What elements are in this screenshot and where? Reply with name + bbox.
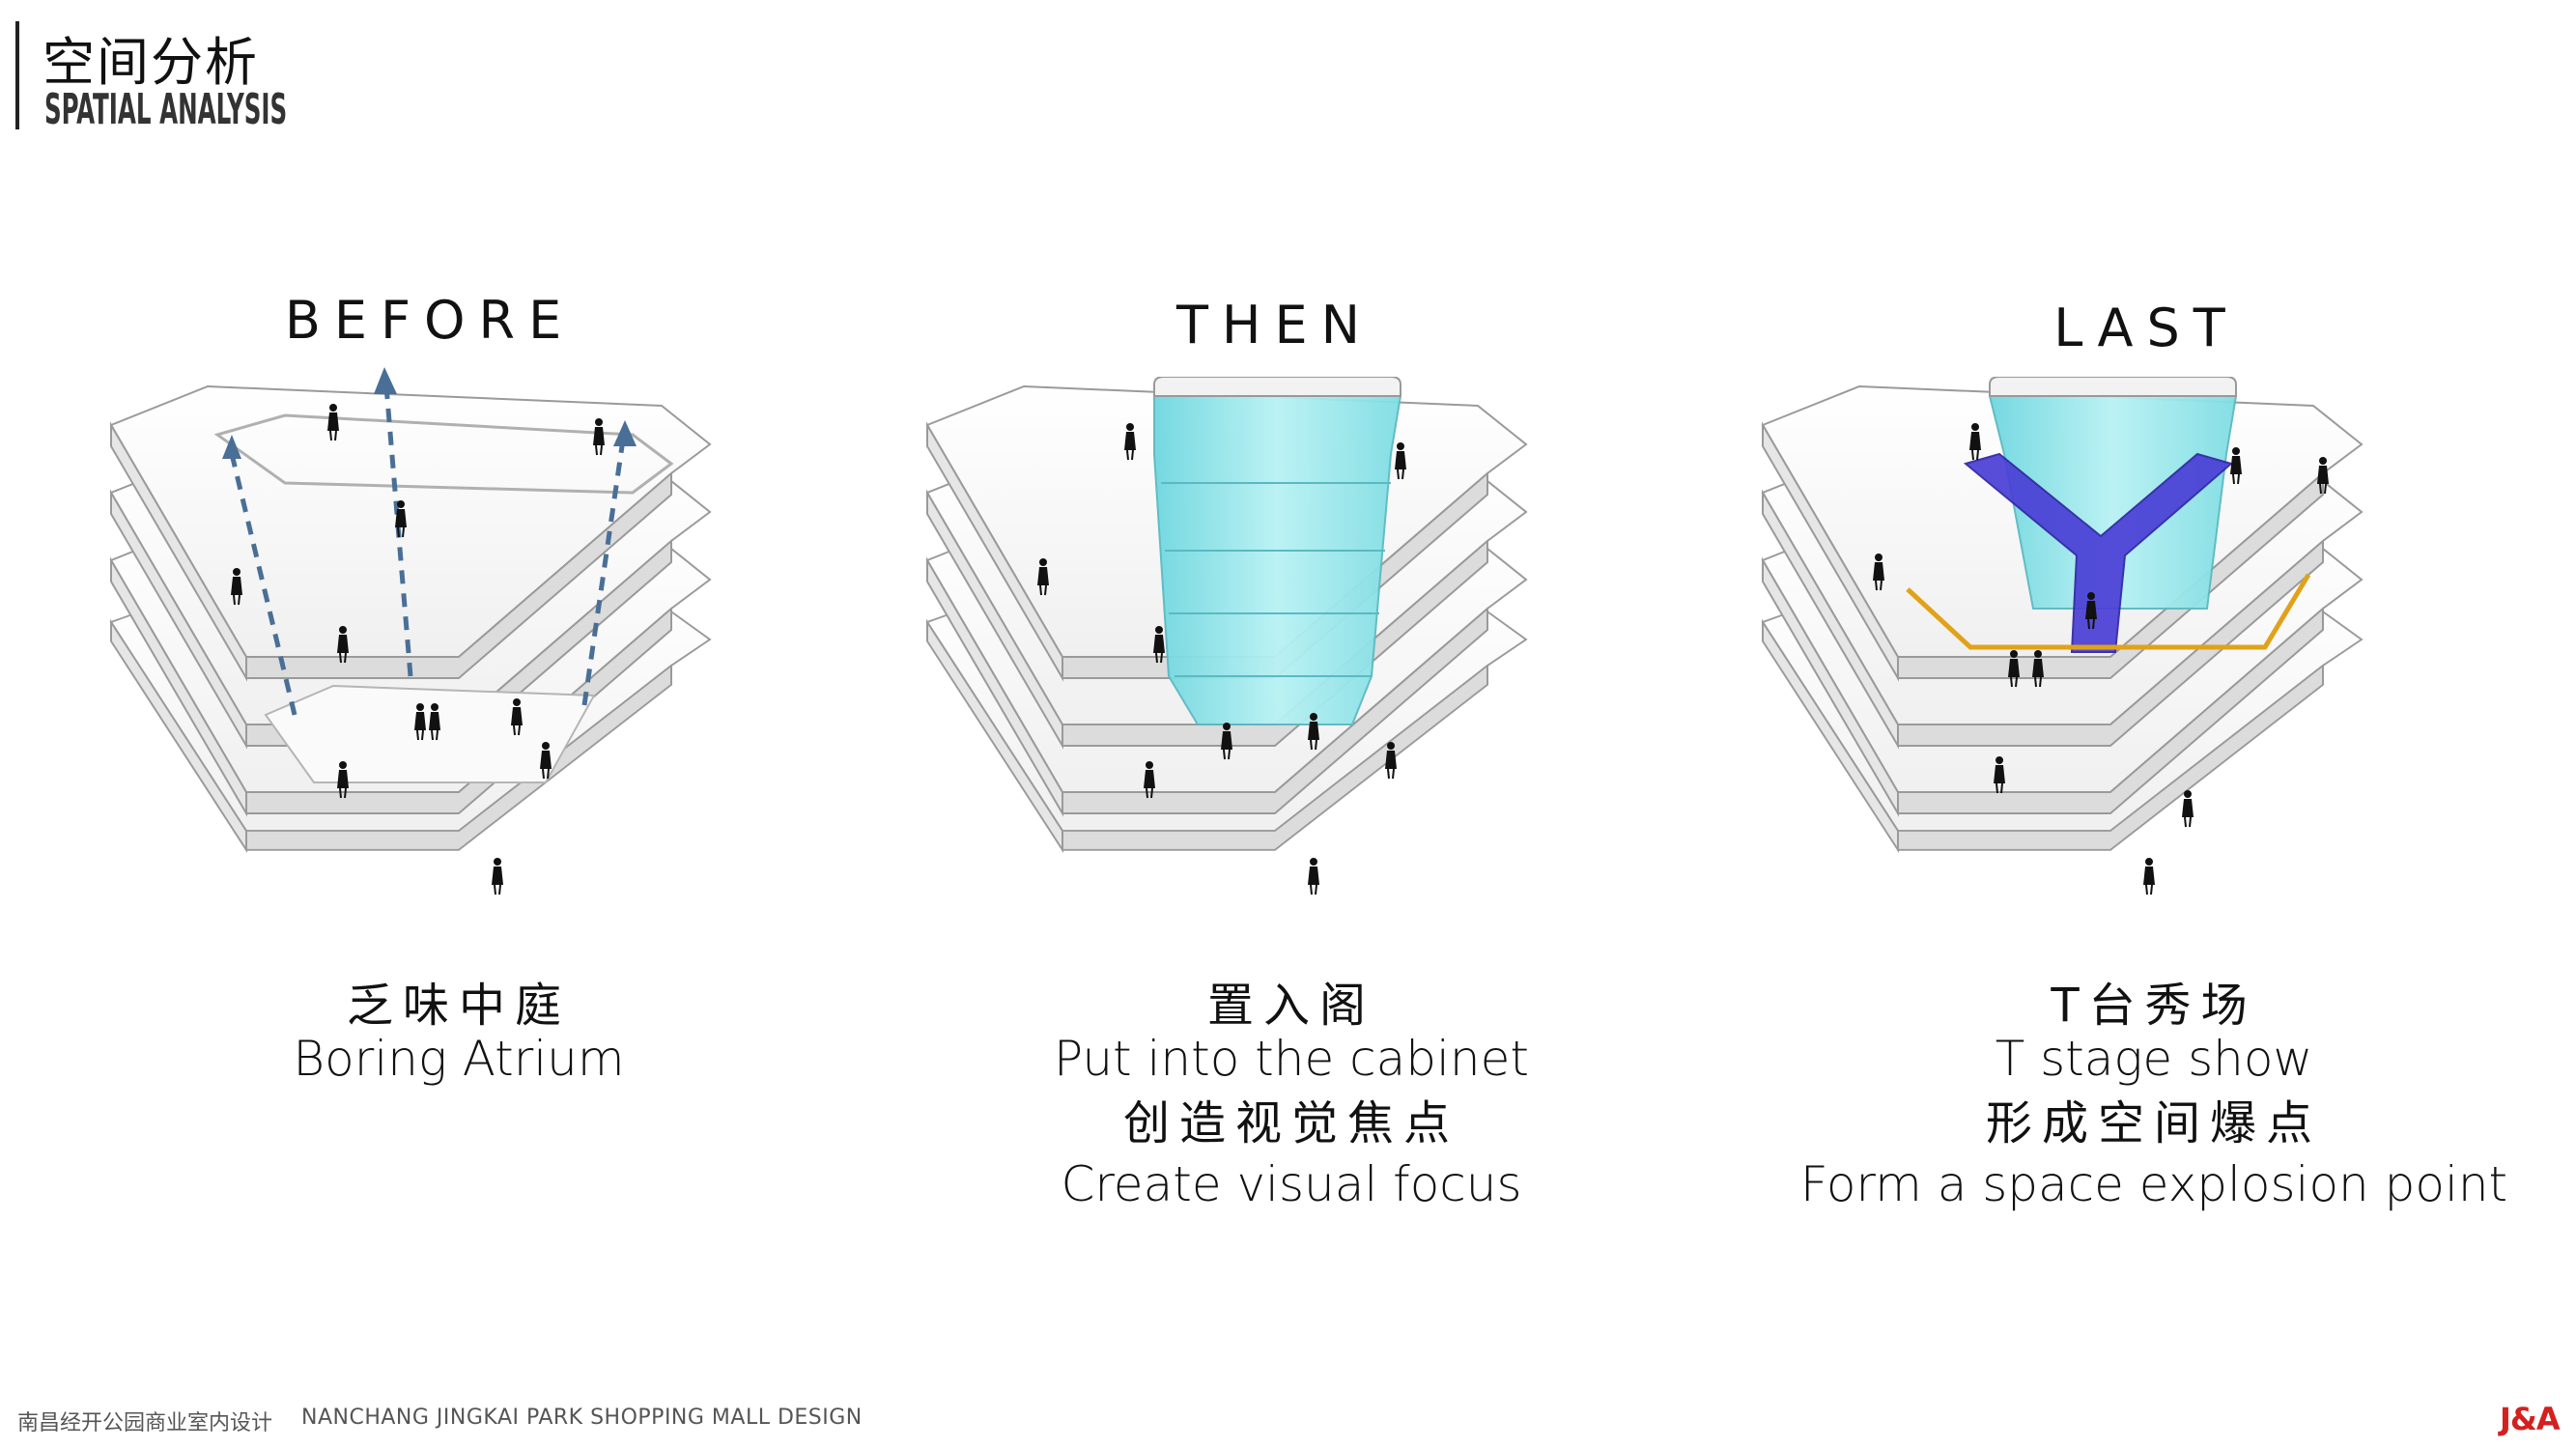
page-title-cn: 空间分析	[42, 32, 259, 93]
caption-last-cn: T台秀场	[2051, 979, 2257, 1033]
caption-then: 置入阁 Put into the cabinet 创造视觉焦点 Create v…	[1054, 980, 1529, 1213]
diagram-last	[1762, 377, 2363, 895]
stage-label-last: LAST	[2053, 298, 2239, 358]
caption-before-cn: 乏味中庭	[346, 979, 572, 1033]
company-logo: J&A	[2500, 1401, 2561, 1437]
atrium-floor	[264, 684, 596, 783]
stage-label-before: BEFORE	[284, 290, 576, 351]
t-stage-walkway	[1963, 452, 2234, 653]
caption-then-en2: Create visual focus	[1061, 1156, 1522, 1213]
caption-then-cn2: 创造视觉焦点	[1122, 1096, 1459, 1151]
glass-cabinet	[1988, 377, 2238, 610]
title-accent-bar	[15, 21, 19, 129]
footer-project-cn: 南昌经开公园商业室内设计	[17, 1411, 273, 1435]
caption-then-cn: 置入阁	[1206, 979, 1375, 1033]
arrow-heads	[222, 367, 637, 459]
caption-last-en2: Form a space explosion point	[1799, 1156, 2508, 1213]
atrium-opening	[213, 413, 674, 495]
caption-before: 乏味中庭 Boring Atrium	[293, 980, 624, 1087]
caption-then-en: Put into the cabinet	[1054, 1030, 1529, 1087]
glass-cabinet	[1153, 377, 1402, 725]
footer-project-en: NANCHANG JINGKAI PARK SHOPPING MALL DESI…	[301, 1406, 863, 1430]
caption-last-en: T stage show	[1995, 1030, 2313, 1087]
stage-label-then: THEN	[1175, 295, 1374, 355]
diagram-then	[926, 377, 1527, 895]
stage-rail	[1906, 573, 2311, 650]
caption-last-cn2: 形成空间爆点	[1985, 1096, 2322, 1151]
caption-last: T台秀场 T stage show 形成空间爆点 Form a space ex…	[1800, 980, 2507, 1213]
caption-before-en: Boring Atrium	[293, 1030, 625, 1087]
page-title-en: SPATIAL ANALYSIS	[44, 85, 288, 134]
diagram-before	[110, 367, 711, 895]
